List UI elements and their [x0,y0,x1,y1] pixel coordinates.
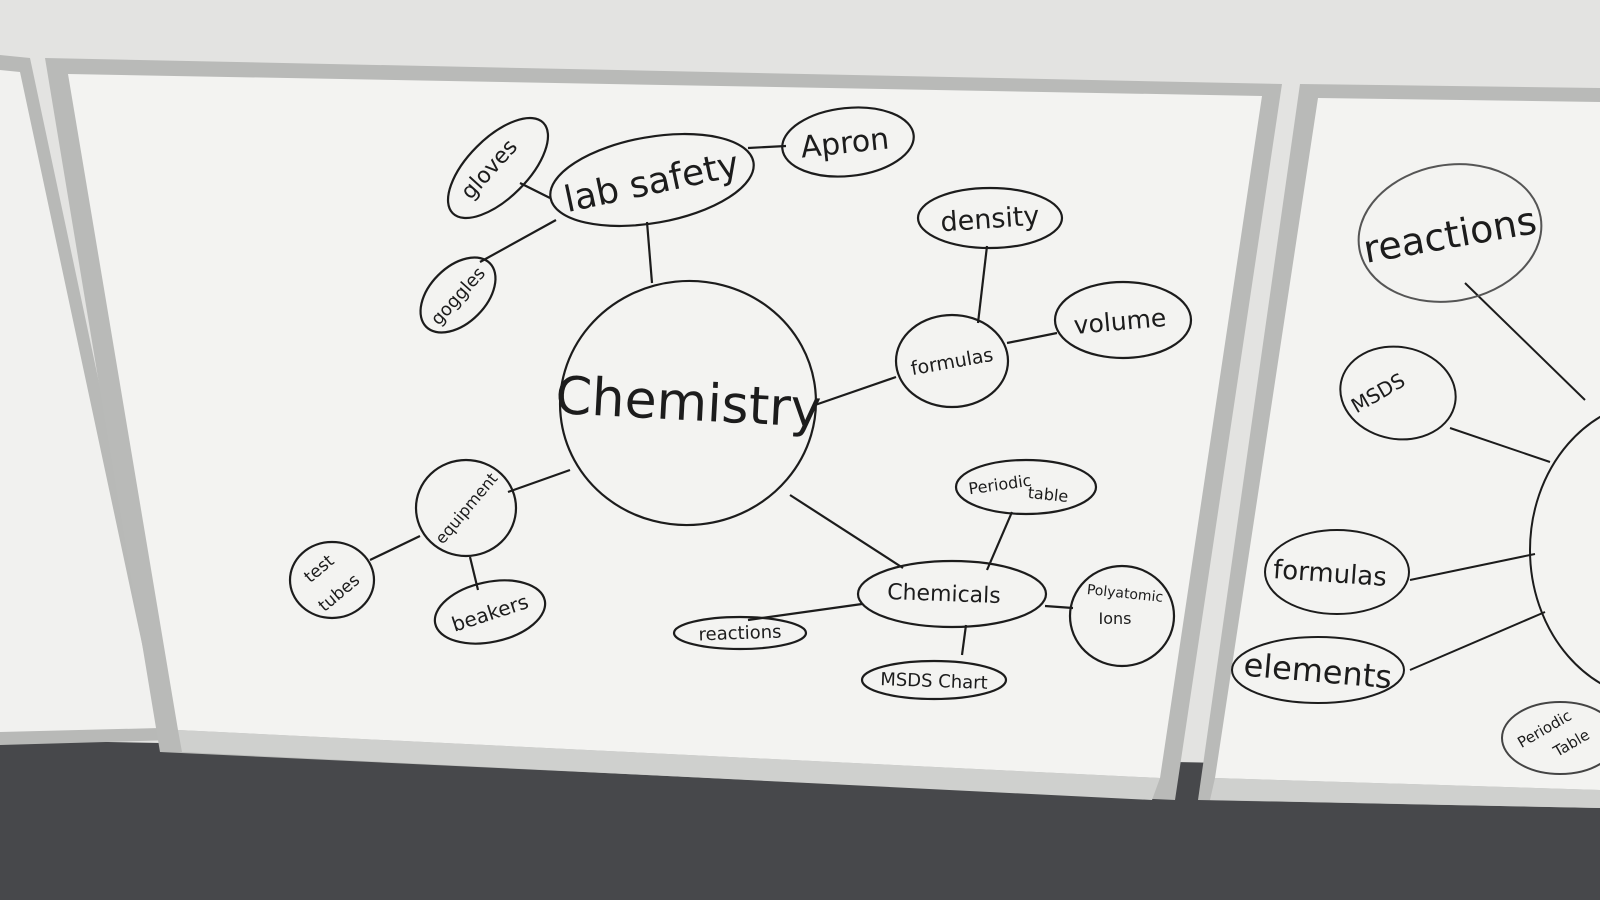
right-link-msds [1449,427,1551,463]
label-polyatomic-1: Polyatomic [1086,582,1164,606]
right-link-formulas [1409,553,1536,581]
bubble-equipment [414,458,518,558]
bubble-chemicals [856,559,1048,629]
link-chemistry-labsafety [645,221,654,284]
label-msds-chart: MSDS Chart [880,669,988,694]
right-mindmap [1231,163,1600,775]
bubble-apron [781,106,915,178]
bubble-polyatomic-ions [1068,564,1176,668]
bubble-reactions [672,615,808,651]
label-chemicals: Chemicals [887,580,1001,609]
bubble-volume [1053,280,1193,360]
bubble-goggles [419,256,497,334]
link-chemistry-equipment [507,468,571,494]
link-formulas-volume [1006,331,1058,345]
right-link-elements [1409,611,1546,671]
right-bubble-reactions [1357,163,1543,303]
bubble-gloves [446,116,550,220]
bubble-periodic-table [954,458,1098,516]
right-bubble-elements [1231,636,1405,704]
right-bubble-formulas [1264,529,1410,615]
link-labsafety-goggles [479,219,557,263]
link-labsafety-apron [747,144,787,150]
link-chemistry-chemicals [789,494,904,569]
right-bubble-msds [1339,345,1457,441]
bubble-msds-chart [860,659,1008,701]
carpet-floor [0,740,1600,900]
link-formulas-density [976,245,989,324]
link-chemicals-periodic [985,511,1014,571]
label-chemistry: Chemistry [554,366,823,440]
right-whiteboard [1198,84,1600,808]
label-density: density [940,201,1041,239]
link-chemicals-msds [960,624,968,656]
bubble-chemistry [558,279,818,527]
link-equipment-testtubes [369,535,421,561]
label-reactions: reactions [698,622,782,646]
bubble-density [916,186,1064,250]
link-chemistry-formulas [814,375,897,407]
bubble-beakers [433,579,547,645]
label-polyatomic-2: Ions [1099,609,1132,628]
center-mindmap [288,106,1193,701]
link-labsafety-gloves [519,182,551,199]
label-periodic-table-2: table [1027,483,1069,506]
right-bubble-periodic [1501,701,1600,775]
right-link-reactions [1464,282,1586,401]
right-bubble-center [1529,415,1600,685]
bubble-test-tubes [288,540,376,620]
bubble-formulas [894,313,1010,409]
link-chemicals-polyatomic [1044,604,1074,610]
bubble-lab-safety [549,132,755,228]
